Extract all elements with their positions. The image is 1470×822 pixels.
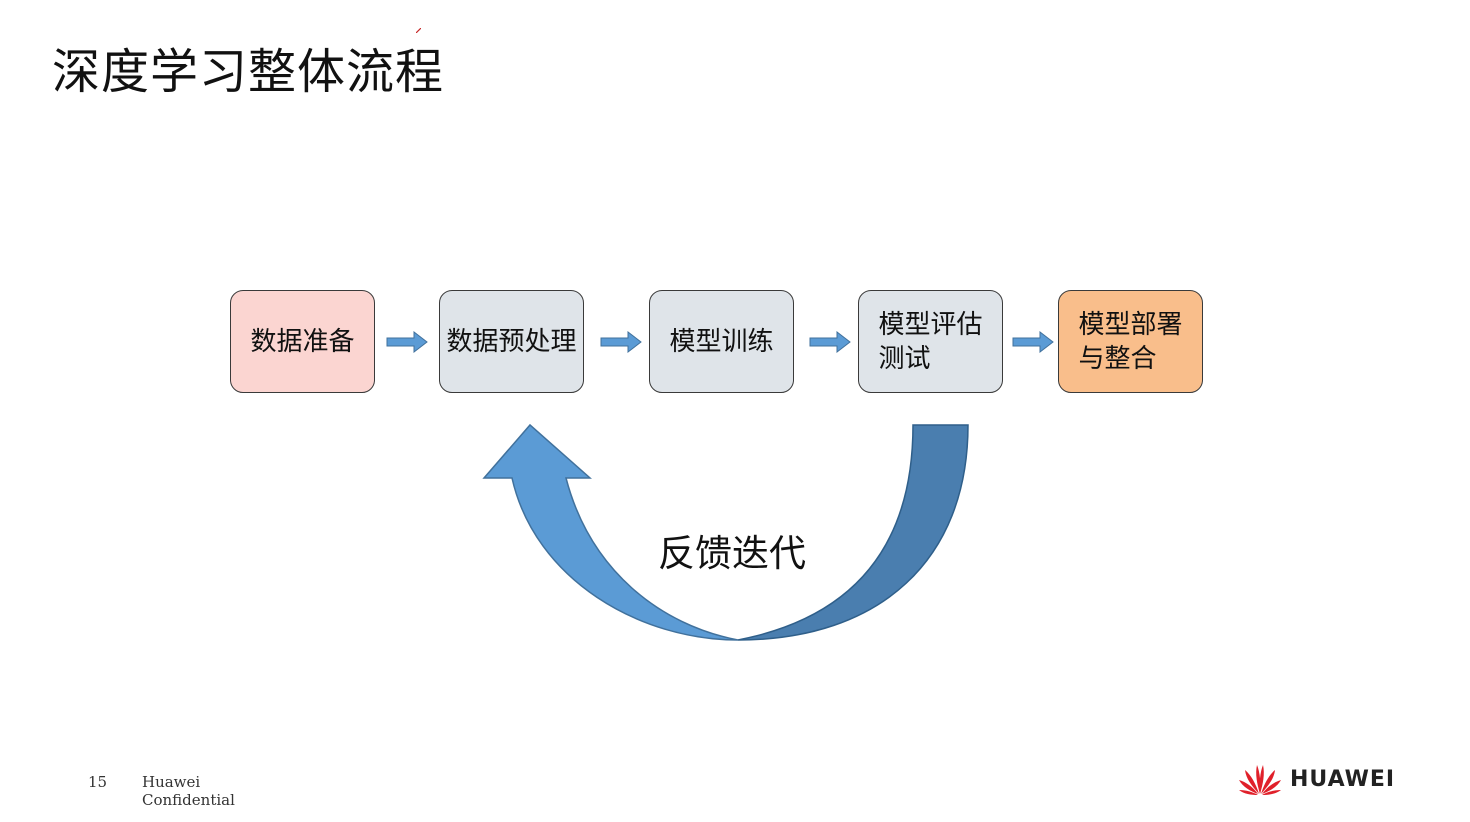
slide-title: 深度学习整体流程 bbox=[52, 44, 445, 100]
feedback-iteration-label: 反馈迭代 bbox=[658, 532, 806, 575]
confidential-line-1: Huawei bbox=[142, 773, 201, 791]
pen-mark bbox=[416, 28, 421, 33]
confidential-line-2: Confidential bbox=[142, 791, 235, 809]
flow-arrow-right-icon bbox=[1012, 331, 1054, 353]
step-label: 模型训练 bbox=[669, 326, 774, 357]
feedback-loop-arrow-icon bbox=[482, 423, 969, 641]
huawei-logo: HUAWEI bbox=[1238, 762, 1395, 796]
logo-text: HUAWEI bbox=[1290, 766, 1396, 792]
huawei-petal-icon bbox=[1239, 765, 1281, 795]
confidential-notice: Huawei Confidential bbox=[142, 773, 235, 809]
step-data-preprocessing: 数据预处理 bbox=[439, 290, 584, 393]
step-label: 模型部署 与整合 bbox=[1078, 309, 1183, 374]
step-data-preparation: 数据准备 bbox=[230, 290, 375, 393]
step-label: 模型评估 测试 bbox=[878, 309, 983, 374]
flow-arrow-right-icon bbox=[600, 331, 642, 353]
step-label: 数据预处理 bbox=[446, 326, 577, 357]
flow-arrow-right-icon bbox=[386, 331, 428, 353]
step-label: 数据准备 bbox=[250, 326, 355, 357]
step-model-deployment: 模型部署 与整合 bbox=[1058, 290, 1203, 393]
page-number: 15 bbox=[88, 773, 108, 791]
step-model-training: 模型训练 bbox=[649, 290, 794, 393]
flow-arrow-right-icon bbox=[809, 331, 851, 353]
step-model-evaluation: 模型评估 测试 bbox=[858, 290, 1003, 393]
